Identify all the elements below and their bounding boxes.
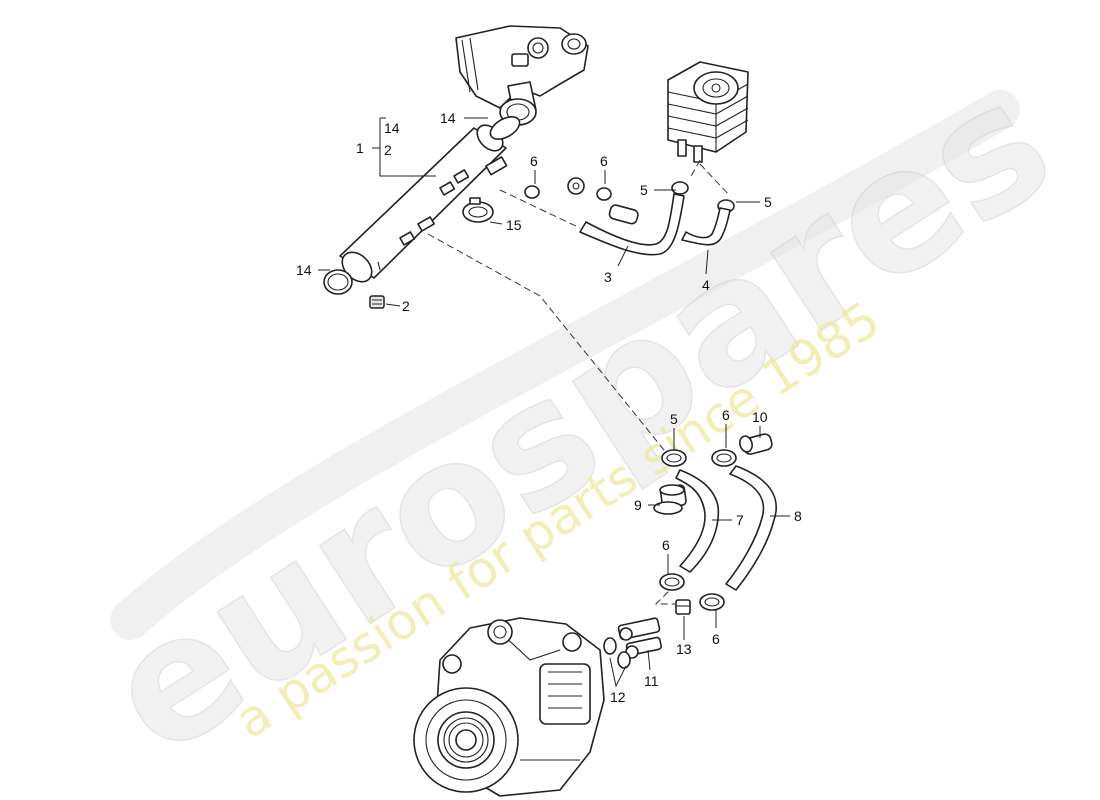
assembly-line-top: [499, 189, 581, 229]
callout-12: 12: [610, 689, 626, 705]
alternator: [413, 617, 605, 797]
callout-6-c: 6: [722, 407, 730, 423]
clamp-6-lower-a: [659, 573, 685, 591]
leader-lines: [318, 117, 790, 688]
callout-4: 4: [702, 277, 710, 293]
lower-clamps: [661, 449, 737, 467]
o-ring-upper: [489, 116, 521, 140]
callout-6-a: 6: [530, 153, 538, 169]
callout-6-b: 6: [600, 153, 608, 169]
callout-14-bracket: 14: [384, 120, 400, 136]
assembly-line-cooler: [689, 159, 731, 197]
small-clamps-top: [524, 177, 735, 213]
callout-15: 15: [506, 217, 522, 233]
hose-3: [579, 193, 685, 256]
hose-7: [675, 469, 720, 573]
callout-14-lower-ring: 14: [296, 262, 312, 278]
oil-cooler: [667, 61, 749, 163]
hose-8: [725, 465, 777, 591]
clamp-6-lower-b: [699, 593, 725, 611]
callout-7: 7: [736, 512, 744, 528]
connector-10: [739, 433, 773, 455]
callout-14-upper-ring: 14: [440, 110, 456, 126]
callout-6-d: 6: [662, 537, 670, 553]
callout-6-e: 6: [712, 631, 720, 647]
fitting-13: [675, 599, 691, 615]
assembly-line-main: [427, 233, 673, 461]
plug-9: [653, 484, 687, 515]
callout-3: 3: [604, 269, 612, 285]
callout-5-c: 5: [670, 411, 678, 427]
callout-11: 11: [644, 673, 659, 689]
drain-plug: [369, 295, 385, 309]
callout-2-plug: 2: [402, 298, 410, 314]
watermark-swoosh: [110, 90, 1020, 640]
callout-1: 1: [356, 140, 364, 156]
callout-10: 10: [752, 409, 768, 425]
callout-13: 13: [676, 641, 692, 657]
thermostat-housing: [455, 25, 589, 126]
callout-5-a: 5: [640, 182, 648, 198]
callout-2-bracket: 2: [384, 142, 392, 158]
callout-9: 9: [634, 497, 642, 513]
hose-clamp-15: [462, 197, 494, 223]
seal-rings-12: [603, 637, 631, 669]
callout-5-b: 5: [764, 194, 772, 210]
callouts: 1 14 2 14 14 2 15 6 6 5 5 3 4 5 6 10 9 7…: [296, 110, 802, 705]
callout-8: 8: [794, 508, 802, 524]
hose-4: [681, 207, 731, 246]
